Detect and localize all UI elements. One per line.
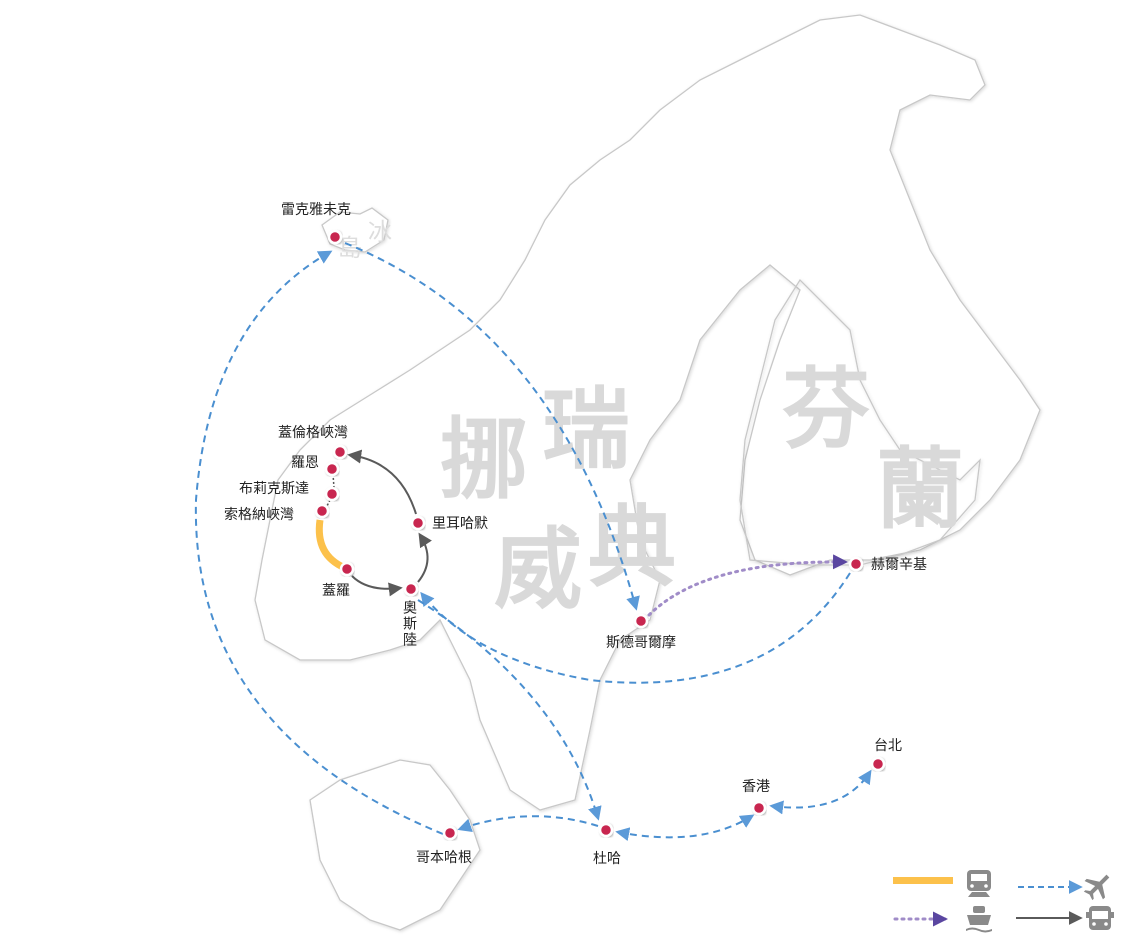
city-label-briksdal: 布莉克斯達	[239, 481, 309, 497]
city-label-hongkong: 香港	[742, 779, 770, 795]
city-oslo[interactable]	[403, 581, 419, 597]
city-label-geirangerfjord: 蓋倫格峽灣	[278, 425, 348, 441]
city-loen[interactable]	[324, 461, 340, 477]
route-ferry-stockholm-helsinki	[647, 554, 848, 617]
denmark-land	[309, 759, 481, 931]
legend	[893, 870, 1114, 933]
city-label-stockholm: 斯德哥爾摩	[606, 634, 676, 651]
country-finland-1: 芬	[782, 358, 870, 461]
finland-land	[739, 278, 981, 566]
city-briksdal[interactable]	[324, 486, 340, 502]
city-label-loen: 羅恩	[291, 455, 319, 471]
city-label-oslo: 奧斯陸	[401, 600, 417, 648]
city-helsinki[interactable]	[848, 556, 864, 572]
route-plane-helsinki-oslo	[420, 572, 851, 684]
city-label-lillehammer: 里耳哈默	[432, 516, 488, 532]
airplane-icon	[1083, 874, 1110, 901]
city-doha[interactable]	[598, 822, 614, 838]
route-plane-oslo-doha	[417, 599, 602, 821]
country-norway-1: 挪	[440, 408, 528, 511]
country-sweden-1: 瑞	[542, 378, 630, 481]
country-finland-2: 蘭	[876, 438, 964, 541]
train-icon	[967, 870, 991, 897]
legend-train-line	[893, 877, 953, 884]
country-norway-2: 威	[494, 518, 582, 621]
city-label-reykjavik: 雷克雅未克	[281, 202, 351, 218]
routes	[194, 242, 872, 842]
city-label-helsinki: 赫爾辛基	[871, 556, 927, 573]
city-sognefjord[interactable]	[314, 503, 330, 519]
ship-icon	[966, 906, 992, 933]
route-plane-copenhagen-reykjavik	[194, 250, 444, 835]
route-local-loen-sognefjord	[325, 473, 335, 509]
city-label-taipei: 台北	[874, 738, 902, 754]
city-copenhagen[interactable]	[442, 825, 458, 841]
route-plane-reykjavik-stockholm	[344, 242, 640, 611]
city-lillehammer[interactable]	[410, 515, 426, 531]
city-label-geilo: 蓋羅	[322, 583, 350, 599]
land	[254, 14, 1041, 931]
route-plane-hongkong-taipei	[769, 769, 872, 815]
city-hongkong[interactable]	[751, 800, 767, 816]
cities: 雷克雅未克 蓋倫格峽灣 羅恩 布莉克斯達 索格納峽灣 蓋羅 里耳哈默 奧斯陸 斯…	[224, 202, 927, 867]
route-bus-oslo-lillehammer	[417, 532, 432, 583]
scandinavia-land	[254, 14, 1041, 811]
city-label-doha: 杜哈	[593, 851, 621, 867]
route-plane-doha-copenhagen	[457, 815, 599, 832]
route-bus-geilo-oslo	[351, 575, 403, 597]
city-label-sognefjord: 索格納峽灣	[224, 506, 294, 523]
country-sweden-2: 典	[588, 496, 676, 599]
city-taipei[interactable]	[870, 756, 886, 772]
city-geirangerfjord[interactable]	[332, 444, 348, 460]
route-plane-doha-hongkong	[615, 814, 755, 842]
city-stockholm[interactable]	[633, 613, 649, 629]
route-bus-lillehammer-geirangerfjord	[347, 449, 417, 515]
country-iceland-1: 冰	[368, 218, 392, 246]
route-train-sognefjord-geilo	[315, 519, 347, 572]
bus-icon	[1086, 906, 1114, 930]
city-geilo[interactable]	[339, 561, 355, 577]
city-reykjavik[interactable]	[327, 229, 343, 245]
city-label-copenhagen: 哥本哈根	[416, 850, 472, 866]
